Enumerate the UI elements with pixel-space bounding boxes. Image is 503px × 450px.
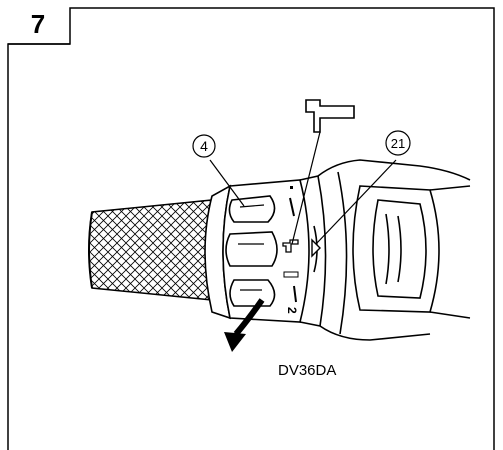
leader-lines (209, 131, 397, 245)
drill-mode-icon (305, 99, 355, 133)
clutch-dial (204, 179, 310, 323)
dial-markings: 2 (282, 186, 299, 314)
chuck (88, 199, 213, 301)
rotation-arrow-icon (224, 298, 265, 352)
callout-21-label: 21 (391, 136, 405, 151)
callout-4-label: 4 (200, 138, 208, 154)
callout-4: 4 (192, 134, 216, 158)
dial-mark-2: 2 (285, 307, 299, 314)
clutch-scale-icon (283, 271, 299, 278)
drill-mode-small-icon (282, 239, 299, 253)
model-label: DV36DA (278, 362, 337, 379)
figure-number: 7 (30, 8, 46, 39)
callout-21: 21 (385, 130, 411, 156)
figure-frame (7, 7, 495, 450)
drill-housing (299, 159, 471, 341)
